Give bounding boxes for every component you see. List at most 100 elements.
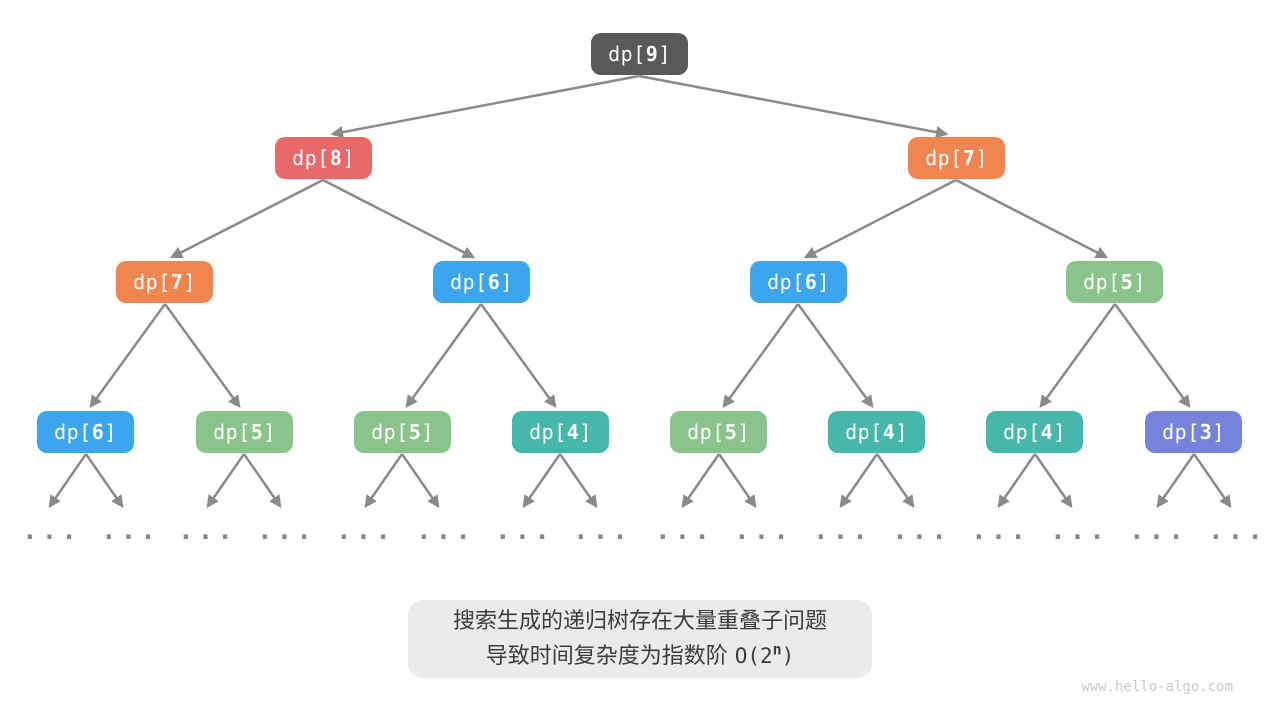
node-label-post: ] (1053, 420, 1066, 444)
node-label-pre: dp[ (292, 146, 330, 170)
edge (681, 453, 721, 509)
edge (84, 453, 124, 509)
node-label-pre: dp[ (845, 420, 883, 444)
ellipsis: ... (257, 516, 316, 546)
caption-line2: 导致时间复杂度为指数阶 O(2n) (486, 639, 795, 674)
node-label-post: ] (658, 42, 671, 66)
node-dp5-l4-a: dp[5] (196, 411, 293, 453)
node-label-post: ] (263, 420, 276, 444)
node-label-pre: dp[ (687, 420, 725, 444)
node-label-num: 5 (1120, 270, 1134, 294)
node-dp5-l4-c: dp[5] (670, 411, 767, 453)
node-label-pre: dp[ (767, 270, 805, 294)
caption-box: 搜索生成的递归树存在大量重叠子问题 导致时间复杂度为指数阶 O(2n) (408, 600, 872, 678)
ellipsis: ... (101, 516, 160, 546)
node-label-post: ] (975, 146, 988, 170)
node-dp5-l4-b: dp[5] (354, 411, 451, 453)
ellipsis: ... (178, 516, 237, 546)
node-dp6-l4: dp[6] (37, 411, 134, 453)
ellipsis: ... (1050, 516, 1109, 546)
node-label-num: 4 (1040, 420, 1054, 444)
node-label-pre: dp[ (529, 420, 567, 444)
caption-line1: 搜索生成的递归树存在大量重叠子问题 (452, 608, 827, 634)
node-label-pre: dp[ (213, 420, 251, 444)
edge (400, 453, 440, 509)
node-label-pre: dp[ (54, 420, 92, 444)
node-label-post: ] (500, 270, 513, 294)
node-label-num: 6 (487, 270, 501, 294)
node-label-pre: dp[ (371, 420, 409, 444)
node-label-num: 4 (882, 420, 896, 444)
edge (206, 453, 246, 509)
edge (558, 453, 598, 509)
edge (1113, 303, 1191, 409)
node-label-pre: dp[ (450, 270, 488, 294)
node-label-post: ] (1212, 420, 1225, 444)
ellipsis: ... (336, 516, 395, 546)
edge (1156, 453, 1196, 509)
node-dp5-l3: dp[5] (1066, 261, 1163, 303)
node-dp8: dp[8] (275, 137, 372, 179)
edge (169, 178, 324, 259)
watermark: www.hello-algo.com (1081, 679, 1233, 695)
edge (522, 453, 562, 509)
node-dp7-right: dp[7] (908, 137, 1005, 179)
edge (796, 303, 874, 409)
edge (875, 453, 915, 509)
ellipsis: ... (22, 516, 81, 546)
node-label-num: 9 (645, 42, 659, 66)
ellipsis: ... (416, 516, 475, 546)
edge (803, 178, 957, 259)
edge (1039, 303, 1117, 409)
edge (405, 303, 483, 409)
node-label-num: 8 (329, 146, 343, 170)
node-label-post: ] (737, 420, 750, 444)
node-dp3: dp[3] (1145, 411, 1242, 453)
edge (48, 453, 88, 509)
node-label-num: 5 (724, 420, 738, 444)
node-label-post: ] (183, 270, 196, 294)
ellipsis: ... (971, 516, 1030, 546)
node-label-num: 3 (1199, 420, 1213, 444)
complexity-formula-close: ) (781, 643, 795, 668)
ellipsis: ... (1129, 516, 1188, 546)
node-label-num: 7 (962, 146, 976, 170)
ellipsis: ... (573, 516, 632, 546)
node-label-num: 6 (804, 270, 818, 294)
edge (89, 303, 167, 409)
ellipsis: ... (495, 516, 554, 546)
node-label-pre: dp[ (133, 270, 171, 294)
edge (717, 453, 757, 509)
node-label-pre: dp[ (608, 42, 646, 66)
node-dp4-l4-b: dp[4] (828, 411, 925, 453)
edge (955, 178, 1109, 259)
node-label-num: 5 (408, 420, 422, 444)
complexity-exponent: n (772, 640, 782, 659)
node-dp4-l4-a: dp[4] (512, 411, 609, 453)
edge (722, 303, 800, 409)
node-label-pre: dp[ (925, 146, 963, 170)
node-dp9: dp[9] (591, 33, 688, 75)
node-label-post: ] (895, 420, 908, 444)
node-dp4-l4-c: dp[4] (986, 411, 1083, 453)
node-label-num: 5 (250, 420, 264, 444)
node-label-pre: dp[ (1003, 420, 1041, 444)
ellipsis: ... (1208, 516, 1267, 546)
edge (839, 453, 879, 509)
edge (163, 303, 241, 409)
ellipsis: ... (813, 516, 872, 546)
node-label-num: 7 (170, 270, 184, 294)
ellipsis: ... (655, 516, 714, 546)
edge (322, 178, 476, 259)
edge (330, 74, 640, 139)
node-dp6-l3-b: dp[6] (750, 261, 847, 303)
edge (364, 453, 404, 509)
ellipsis: ... (892, 516, 951, 546)
edge (1033, 453, 1073, 509)
node-label-post: ] (421, 420, 434, 444)
node-label-post: ] (579, 420, 592, 444)
node-label-num: 4 (566, 420, 580, 444)
node-label-post: ] (342, 146, 355, 170)
